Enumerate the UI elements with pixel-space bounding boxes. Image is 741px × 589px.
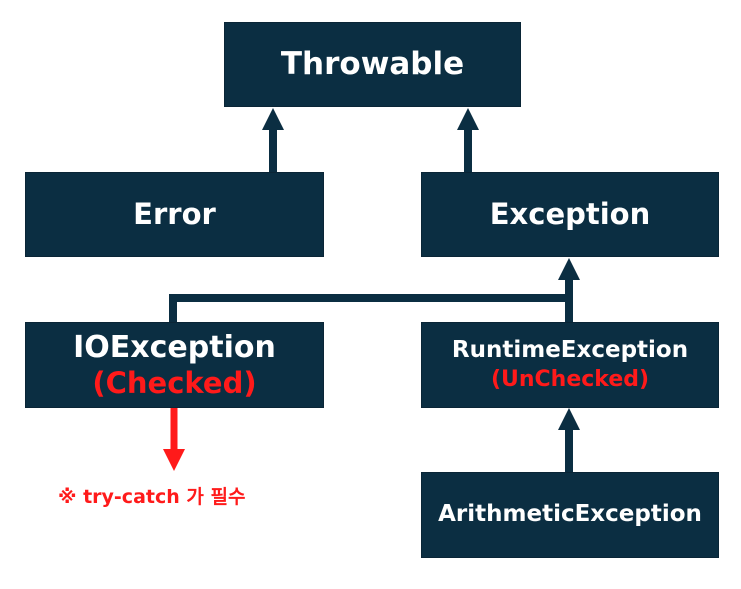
error-label: Error [133,197,216,232]
throwable-box: Throwable [224,22,521,107]
throwable-label: Throwable [280,46,465,83]
arrowhead-runtime [558,408,580,430]
exception-box: Exception [421,172,719,257]
try-catch-note: ※ try-catch 가 필수 [58,486,246,508]
error-box: Error [25,172,324,257]
unchecked-tag: (UnChecked) [490,366,650,392]
arithmetic-exception-box: ArithmeticException [421,472,719,558]
ioexception-label: IOException [73,329,276,365]
ioexception-box: IOException (Checked) [25,322,324,408]
arrowhead-throwable-right [457,108,479,130]
connector-ioexception-to-exception [169,294,569,322]
arrowhead-exception [558,258,580,280]
checked-tag: (Checked) [92,365,257,400]
runtime-exception-box: RuntimeException (UnChecked) [421,322,719,408]
arrowhead-throwable-left [262,108,284,130]
exception-label: Exception [489,197,651,232]
red-arrowhead [163,449,185,471]
arithmetic-exception-label: ArithmeticException [438,501,702,528]
runtime-exception-label: RuntimeException [451,336,689,363]
